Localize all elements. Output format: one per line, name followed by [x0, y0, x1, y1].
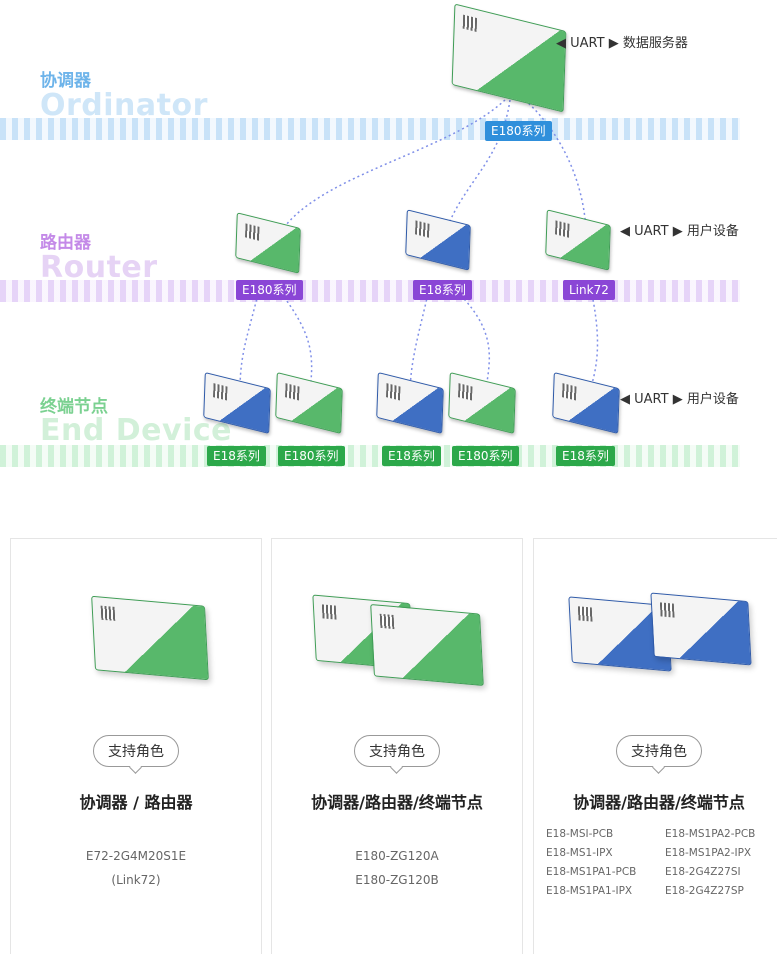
model-name: E18-MS1PA1-PCB: [546, 866, 637, 878]
model-name: E18-MS1PA1-IPX: [546, 885, 633, 897]
router-label-cn: 路由器: [40, 233, 91, 253]
model-name: E18-MS1-IPX: [546, 847, 613, 859]
roles-text: 协调器 / 路由器: [79, 793, 193, 812]
end-device-band: [0, 445, 740, 467]
uart-coordinator: ◀ UART ▶ 数据服务器: [556, 36, 688, 51]
model-list: E180-ZG120A E180-ZG120B: [272, 844, 522, 892]
model-name: E180-ZG120B: [355, 873, 439, 887]
model-name: E18-2G4Z27SP: [665, 885, 744, 897]
support-role-badge: 支持角色: [93, 735, 179, 767]
connection-lines: [239, 99, 599, 396]
model-list: E72-2G4M20S1E (Link72): [11, 844, 261, 892]
product-card-3[interactable]: 支持角色 协调器/路由器/终端节点 E18-MSI-PCB E18-MS1PA2…: [533, 538, 777, 954]
tag-router-1: E180系列: [236, 280, 303, 300]
coordinator-label-en: Ordinator: [40, 88, 208, 123]
model-name: E72-2G4M20S1E: [85, 849, 187, 863]
coordinator-label-cn: 协调器: [40, 71, 91, 91]
model-name: E18-MS1PA2-IPX: [665, 847, 752, 859]
tag-end-2: E180系列: [278, 446, 345, 466]
module-image: [534, 579, 777, 739]
product-card-1[interactable]: 支持角色 协调器 / 路由器 E72-2G4M20S1E (Link72): [10, 538, 262, 954]
tag-end-4: E180系列: [452, 446, 519, 466]
router-label-en: Router: [40, 250, 158, 285]
tag-coordinator: E180系列: [485, 121, 552, 141]
topology-diagram: 协调器 Ordinator 路由器 Router 终端节点 End Device…: [0, 3, 740, 467]
uart-end-device: ◀ UART ▶ 用户设备: [620, 392, 739, 407]
module-image: [272, 579, 522, 739]
end-device-label-cn: 终端节点: [40, 397, 108, 417]
model-name: E18-MSI-PCB: [546, 828, 614, 840]
model-name: E18-MS1PA2-PCB: [665, 828, 756, 840]
model-name: (Link72): [111, 873, 161, 887]
model-list: E18-MSI-PCB E18-MS1PA2-PCB E18-MS1-IPX E…: [546, 825, 776, 901]
end-device-label-en: End Device: [40, 413, 232, 448]
model-name: E180-ZG120A: [355, 849, 439, 863]
tag-router-3: Link72: [563, 280, 615, 300]
tag-end-1: E18系列: [207, 446, 266, 466]
tag-router-2: E18系列: [413, 280, 472, 300]
tag-end-5: E18系列: [556, 446, 615, 466]
router-band: [0, 280, 740, 302]
product-card-2[interactable]: 支持角色 协调器/路由器/终端节点 E180-ZG120A E180-ZG120…: [271, 538, 523, 954]
product-cards: 支持角色 协调器 / 路由器 E72-2G4M20S1E (Link72) 支持…: [0, 538, 777, 954]
support-role-badge: 支持角色: [616, 735, 702, 767]
support-role-badge: 支持角色: [354, 735, 440, 767]
roles-text: 协调器/路由器/终端节点: [573, 793, 745, 812]
module-image: [11, 579, 261, 739]
roles-text: 协调器/路由器/终端节点: [311, 793, 483, 812]
model-name: E18-2G4Z27SI: [665, 866, 741, 878]
uart-router: ◀ UART ▶ 用户设备: [620, 224, 739, 239]
tag-end-3: E18系列: [382, 446, 441, 466]
